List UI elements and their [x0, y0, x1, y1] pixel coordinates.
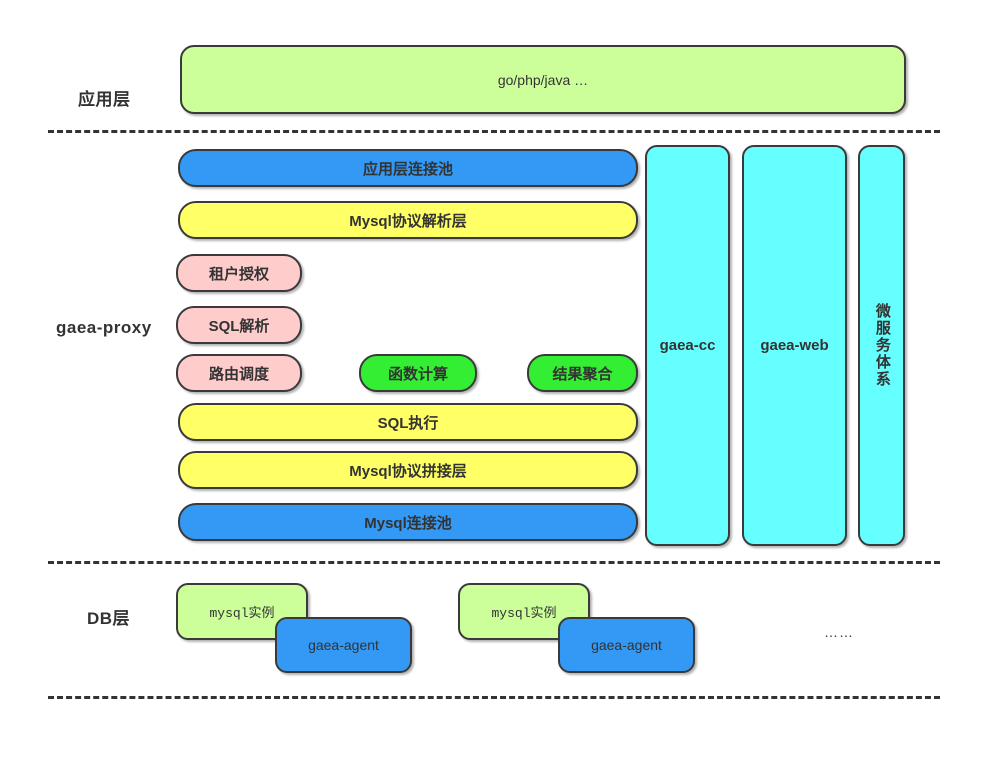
proxy-bar-app-conn-pool: 应用层连接池: [178, 149, 638, 187]
proxy-module-result-aggregation: 结果聚合: [527, 354, 638, 392]
layer-label-db: DB层: [87, 609, 131, 628]
proxy-module-sql-parse: SQL解析: [176, 306, 302, 344]
column-gaea-web: gaea-web: [742, 145, 847, 546]
proxy-module-route-schedule: 路由调度: [176, 354, 302, 392]
divider-app-proxy: [48, 130, 940, 133]
proxy-bar-mysql-protocol-parse: Mysql协议解析层: [178, 201, 638, 239]
application-layer-box: go/php/java …: [180, 45, 906, 114]
column-gaea-cc: gaea-cc: [645, 145, 730, 546]
proxy-module-tenant-auth: 租户授权: [176, 254, 302, 292]
column-microservice-system: 微服务体系: [858, 145, 905, 546]
column-microservice-system-label: 微服务体系: [873, 303, 891, 388]
db-gaea-agent-1: gaea-agent: [275, 617, 412, 673]
layer-label-proxy: gaea-proxy: [56, 318, 152, 337]
proxy-bar-sql-execute: SQL执行: [178, 403, 638, 441]
db-gaea-agent-2: gaea-agent: [558, 617, 695, 673]
divider-db-bottom: [48, 696, 940, 699]
proxy-bar-mysql-conn-pool: Mysql连接池: [178, 503, 638, 541]
db-more-instances-mark: ……: [824, 624, 854, 640]
divider-proxy-db: [48, 561, 940, 564]
proxy-module-function-compute: 函数计算: [359, 354, 477, 392]
layer-label-application: 应用层: [78, 90, 131, 109]
db-mysql-instance-1: mysql实例: [176, 583, 308, 640]
proxy-bar-mysql-protocol-assemble: Mysql协议拼接层: [178, 451, 638, 489]
